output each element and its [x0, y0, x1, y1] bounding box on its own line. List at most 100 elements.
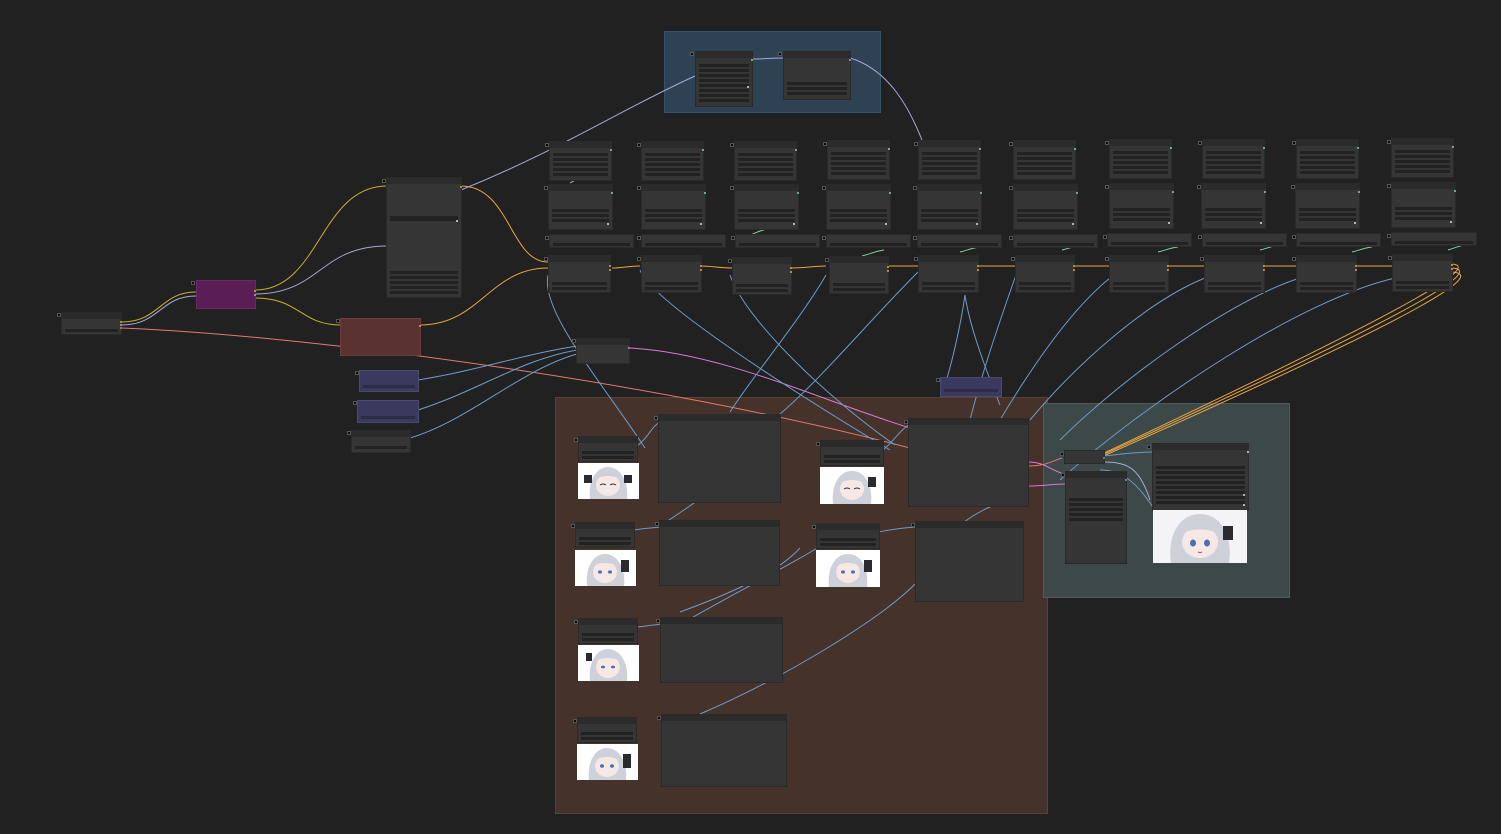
node-widget[interactable] [582, 451, 634, 454]
node-widget[interactable] [1113, 282, 1165, 285]
grid-node-b1[interactable] [544, 184, 613, 230]
node-widget[interactable] [1017, 152, 1072, 155]
grid-node-a2[interactable] [637, 141, 704, 181]
node-widget[interactable] [824, 460, 880, 463]
node-collapse-dot-icon[interactable] [191, 281, 195, 285]
node-header[interactable] [1202, 184, 1265, 190]
grid-node-a4[interactable] [823, 140, 890, 180]
node-collapse-dot-icon[interactable] [1388, 256, 1392, 260]
image-preview-node-2[interactable] [571, 522, 635, 548]
node-widget[interactable] [582, 638, 634, 641]
grid-node-b5[interactable] [913, 184, 982, 230]
grid-node-b10[interactable] [1387, 182, 1456, 228]
node-header[interactable] [1297, 256, 1356, 262]
output-pin[interactable] [979, 148, 981, 150]
node-header[interactable] [696, 52, 752, 58]
node-collapse-dot-icon[interactable] [822, 236, 826, 240]
node-collapse-dot-icon[interactable] [1105, 257, 1109, 261]
output-pin[interactable] [607, 223, 609, 225]
output-pin[interactable] [1076, 192, 1078, 194]
encoder-node-3[interactable] [347, 430, 411, 453]
node-widget[interactable] [1300, 242, 1377, 245]
output-pin[interactable] [751, 59, 753, 61]
node-collapse-dot-icon[interactable] [911, 523, 915, 527]
node-header[interactable] [1014, 141, 1075, 147]
node-collapse-dot-icon[interactable] [637, 236, 641, 240]
node-widget[interactable] [645, 287, 698, 290]
node-header[interactable] [735, 142, 796, 148]
node-widget[interactable] [1300, 166, 1355, 169]
node-widget[interactable] [390, 216, 458, 221]
output-pin[interactable] [120, 327, 122, 329]
node-widget[interactable] [553, 158, 608, 161]
node-widget[interactable] [922, 152, 977, 155]
node-widget[interactable] [699, 79, 749, 82]
output-pin[interactable] [797, 192, 799, 194]
node-collapse-dot-icon[interactable] [936, 378, 940, 382]
grid-node-c4[interactable] [822, 234, 911, 248]
node-widget[interactable] [1208, 287, 1261, 290]
sampler-config-node[interactable] [382, 177, 462, 298]
node-widget[interactable] [645, 168, 700, 171]
grid-node-c10[interactable] [1387, 232, 1477, 246]
node-header[interactable] [579, 619, 637, 625]
node-collapse-dot-icon[interactable] [573, 719, 577, 723]
node-collapse-dot-icon[interactable] [355, 371, 359, 375]
node-collapse-dot-icon[interactable] [731, 236, 735, 240]
image-loader-node[interactable] [690, 51, 753, 107]
node-widget[interactable] [1206, 156, 1261, 159]
grid-node-c5[interactable] [913, 234, 1002, 248]
node-widget[interactable] [1300, 156, 1355, 159]
node-widget[interactable] [699, 89, 749, 92]
node-widget[interactable] [922, 157, 977, 160]
model-loader-node[interactable] [57, 312, 122, 335]
node-header[interactable] [660, 521, 779, 527]
node-collapse-dot-icon[interactable] [1292, 141, 1296, 145]
image-preview-node-3[interactable] [574, 618, 638, 644]
node-widget[interactable] [552, 282, 607, 285]
node-header[interactable] [1392, 139, 1453, 145]
node-collapse-dot-icon[interactable] [1387, 140, 1391, 144]
node-collapse-dot-icon[interactable] [1387, 184, 1391, 188]
node-widget[interactable] [1395, 150, 1450, 153]
node-widget[interactable] [787, 92, 847, 95]
ksampler-node-5[interactable] [904, 418, 1029, 507]
node-widget[interactable] [579, 537, 631, 540]
node-header[interactable] [549, 185, 612, 191]
decode-node[interactable] [1060, 450, 1105, 464]
node-widget[interactable] [738, 209, 795, 212]
node-collapse-dot-icon[interactable] [544, 186, 548, 190]
output-pin[interactable] [460, 186, 462, 188]
output-pin[interactable] [1243, 494, 1245, 496]
output-pin[interactable] [1452, 146, 1454, 148]
node-collapse-dot-icon[interactable] [1291, 185, 1295, 189]
node-header[interactable] [642, 185, 705, 191]
node-header[interactable] [549, 256, 610, 262]
node-widget[interactable] [1017, 157, 1072, 160]
grid-node-a1[interactable] [545, 141, 612, 181]
node-widget[interactable] [1017, 209, 1074, 212]
output-pin[interactable] [790, 271, 792, 273]
node-collapse-dot-icon[interactable] [1011, 257, 1015, 261]
node-collapse-dot-icon[interactable] [1009, 236, 1013, 240]
output-pin[interactable] [1264, 191, 1266, 193]
node-widget[interactable] [1395, 241, 1473, 244]
node-widget[interactable] [645, 163, 700, 166]
output-pin[interactable] [120, 324, 122, 326]
node-collapse-dot-icon[interactable] [637, 143, 641, 147]
node-header[interactable] [919, 256, 978, 262]
grid-node-a9[interactable] [1292, 139, 1359, 179]
node-collapse-dot-icon[interactable] [1292, 235, 1296, 239]
node-collapse-dot-icon[interactable] [730, 143, 734, 147]
output-pin[interactable] [980, 192, 982, 194]
prompt-node[interactable] [336, 318, 421, 356]
node-widget[interactable] [738, 153, 793, 156]
image-preview-node-4[interactable] [573, 717, 637, 743]
output-pin[interactable] [1260, 222, 1262, 224]
node-widget[interactable] [1019, 282, 1071, 285]
output-pin[interactable] [1167, 265, 1169, 267]
node-collapse-dot-icon[interactable] [574, 620, 578, 624]
node-widget[interactable] [390, 271, 458, 274]
node-header[interactable] [1014, 185, 1077, 191]
output-pin[interactable] [747, 86, 749, 88]
